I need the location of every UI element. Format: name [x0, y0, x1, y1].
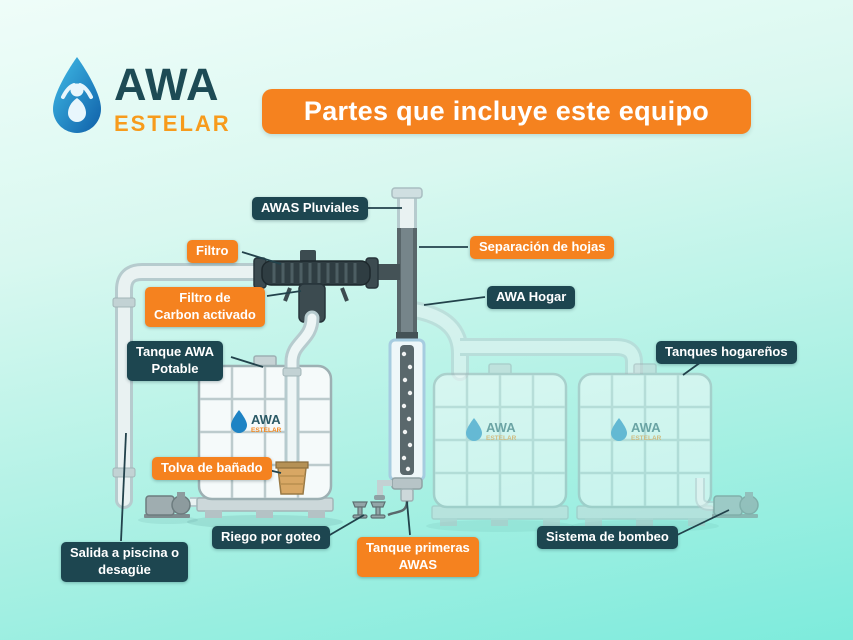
- pointer-salida: [120, 432, 127, 542]
- drip-emitters: [352, 501, 386, 519]
- logo-sub: ESTELAR: [114, 110, 231, 136]
- callout-sistema-de-bombeo: Sistema de bombeo: [537, 526, 678, 549]
- callout-filtro: Filtro: [187, 240, 238, 263]
- pointer-tanque-primeras: [406, 501, 411, 536]
- callout-awas-pluviales: AWAS Pluviales: [252, 197, 369, 220]
- pointer-lines: [120, 207, 730, 542]
- pointer-filtro: [241, 251, 282, 265]
- awa-logo: AWA ESTELAR: [50, 56, 231, 137]
- callout-filtro-carbon: Filtro de Carbon activado: [145, 287, 265, 327]
- callout-tolva-de-banado: Tolva de bañado: [152, 457, 272, 480]
- logo-text: AWA ESTELAR: [114, 59, 231, 137]
- tolva-hopper: [275, 461, 309, 495]
- callout-tanque-primeras-awas: Tanque primeras AWAS: [357, 537, 479, 577]
- pumping-system: [695, 478, 759, 519]
- first-flush-tube: [374, 332, 426, 517]
- callout-tanque-awa-potable: Tanque AWA Potable: [127, 341, 223, 381]
- pointer-sistema-bombeo: [674, 509, 730, 537]
- callout-awa-hogar: AWA Hogar: [487, 286, 576, 309]
- filter-assembly: [253, 250, 400, 323]
- pipe-rain-inlet: [391, 187, 423, 338]
- pointer-riego: [327, 514, 365, 537]
- pointer-tanque-awa: [230, 356, 264, 368]
- left-pump: [143, 491, 191, 519]
- pointer-tanques-hogarenos: [682, 361, 702, 376]
- pointer-filtro-carbon: [266, 290, 302, 297]
- callout-salida-piscina: Salida a piscina o desagüe: [61, 542, 189, 582]
- pointer-awa-hogar: [423, 296, 486, 306]
- logo-brand: AWA: [114, 59, 220, 110]
- pipe-drain-run: [112, 263, 271, 509]
- household-tank-2: [575, 362, 715, 528]
- pipe-filter-to-tolva: [282, 310, 320, 468]
- ghost-pipes: [405, 301, 643, 381]
- callout-separacion-de-hojas: Separación de hojas: [470, 236, 615, 259]
- title-banner: Partes que incluye este equipo: [262, 89, 751, 134]
- water-drops: [401, 351, 413, 472]
- callout-riego-por-goteo: Riego por goteo: [212, 526, 330, 549]
- household-tank-1: [430, 362, 570, 528]
- callout-tanques-hogarenos: Tanques hogareños: [656, 341, 797, 364]
- water-drop-icon: [53, 57, 101, 133]
